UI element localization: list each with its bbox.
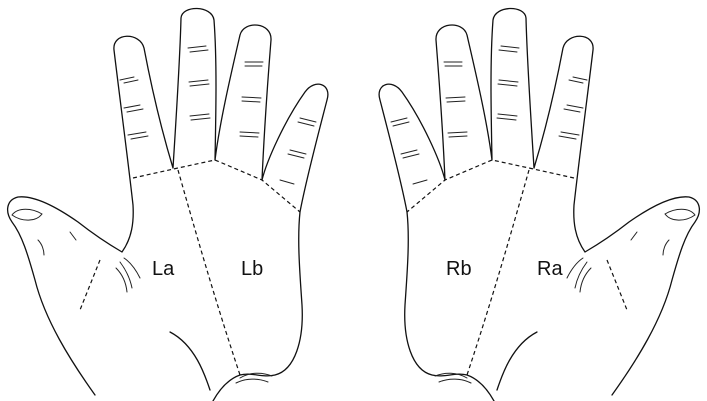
left-palm-wrinkles <box>38 232 272 383</box>
right-hand-outline <box>379 8 699 401</box>
label-right-b: Rb <box>446 259 472 279</box>
right-region-boundaries <box>407 160 627 375</box>
right-palm-wrinkles <box>435 232 669 383</box>
left-hand-outline <box>8 8 328 401</box>
right-palm-heel <box>497 332 537 390</box>
left-finger-creases <box>120 46 316 184</box>
label-left-a: La <box>152 259 174 279</box>
right-finger-creases <box>391 46 587 184</box>
label-right-a: Ra <box>537 259 563 279</box>
left-region-boundaries <box>80 160 300 375</box>
left-hand <box>8 8 328 401</box>
right-thumb-nail <box>665 209 695 220</box>
right-hand <box>379 8 699 401</box>
left-thumb-nail <box>12 209 42 220</box>
left-palm-heel <box>170 332 210 390</box>
label-left-b: Lb <box>241 259 263 279</box>
